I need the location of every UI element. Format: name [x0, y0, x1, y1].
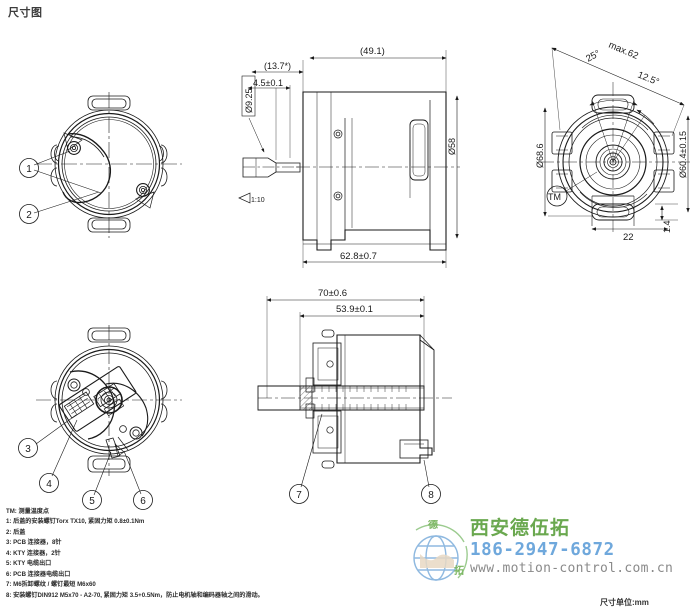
dim-4-5: 4.5±0.1 — [253, 78, 283, 88]
dim-22: 22 — [623, 232, 634, 243]
brand-text-group: 西安德伍拓 186-2947-6872 www.motion-control.c… — [470, 518, 673, 577]
view-rear-cover — [19, 92, 182, 238]
legend-item-5: 5: KTY 电缆出口 — [6, 560, 52, 568]
callout-3: 3 — [25, 444, 31, 455]
dim-taper-1-10: 1:10 — [251, 197, 265, 204]
company-name: 西安德伍拓 — [470, 518, 571, 539]
dim-70: 70±0.6 — [318, 288, 347, 299]
legend-item-7: 7: M6拆卸螺纹 / 螺钉最短 M6x60 — [6, 581, 96, 589]
legend-item-2: 2: 后盖 — [6, 528, 26, 536]
dim-12-5deg: 12.5° — [636, 70, 661, 89]
callout-5: 5 — [89, 496, 95, 507]
tm-marker: TM — [548, 192, 561, 202]
callout-6: 6 — [140, 496, 146, 507]
dim-49-1: (49.1) — [360, 46, 385, 57]
dim-13-7: (13.7*) — [264, 61, 291, 71]
view-inner-assembly — [18, 325, 182, 510]
website-url[interactable]: www.motion-control.com.cn — [470, 560, 674, 576]
dim-max-62: max.62 — [607, 40, 640, 62]
callout-8: 8 — [428, 490, 434, 501]
callout-7: 7 — [296, 490, 302, 501]
unit-note: 尺寸单位:mm — [600, 598, 649, 607]
dim-d60-4: Ø60.4±0.15 — [678, 131, 688, 178]
brand-footer: 德 拓 西安德伍拓 186-2947-6872 www.motion-contr… — [408, 518, 700, 596]
view-flange — [540, 47, 690, 232]
callout-2: 2 — [26, 210, 32, 221]
legend-item-1: 1: 后盖的安装螺钉Torx TX10, 紧固力矩 0.8±0.1Nm — [6, 518, 145, 526]
dim-1-4: 1.4 — [662, 220, 672, 233]
legend-item-tm: TM: 测量温度点 — [6, 508, 49, 515]
view-shaft-section — [257, 296, 452, 504]
legend-item-6: 6: PCB 连接器电缆出口 — [6, 570, 71, 578]
globe-logo-icon: 德 拓 — [413, 520, 468, 581]
svg-text:德: 德 — [427, 520, 438, 531]
contact-phone[interactable]: 186-2947-6872 — [470, 539, 615, 560]
dim-d68-6: Ø68.6 — [535, 143, 545, 168]
dim-d58: Ø58 — [447, 138, 457, 155]
dim-d9-25: Ø9.25 — [244, 88, 254, 113]
legend-list: TM: 测量温度点 1: 后盖的安装螺钉Torx TX10, 紧固力矩 0.8±… — [6, 507, 264, 601]
page-title: 尺寸图 — [8, 7, 43, 19]
callout-1: 1 — [26, 164, 32, 175]
callout-4: 4 — [46, 479, 52, 490]
legend-item-4: 4: KTY 连接器，2针 — [6, 549, 61, 557]
legend-item-8: 8: 安装螺钉DIN912 M5x70 - A2-70, 紧固力矩 3.5+0.… — [6, 591, 264, 599]
view-side-section — [238, 50, 460, 268]
legend-item-3: 3: PCB 连接器，8针 — [6, 539, 62, 547]
dim-53-9: 53.9±0.1 — [336, 304, 373, 315]
dim-62-8: 62.8±0.7 — [340, 251, 377, 262]
dim-25deg: 25° — [584, 48, 602, 65]
svg-text:拓: 拓 — [454, 564, 464, 577]
